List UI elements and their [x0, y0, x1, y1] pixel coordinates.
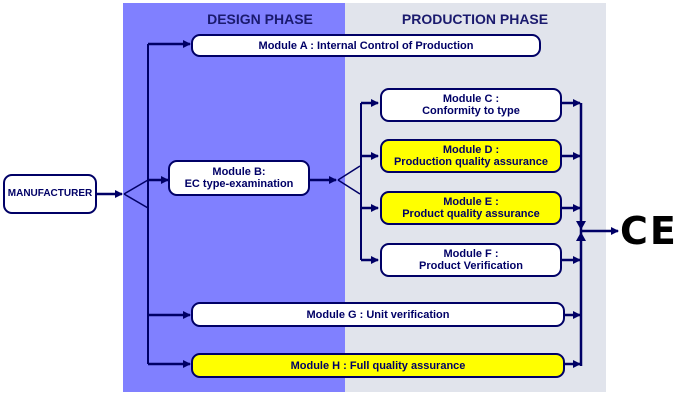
module-g-box: Module G : Unit verification	[191, 302, 565, 327]
module-h-label: Module H : Full quality assurance	[290, 359, 466, 372]
module-e-box: Module E : Product quality assurance	[380, 191, 562, 225]
module-e-desc: Product quality assurance	[402, 208, 540, 220]
module-b-title: Module B:	[212, 166, 266, 178]
module-b-desc: EC type-examination	[184, 178, 294, 190]
ce-mark: CE	[620, 209, 678, 253]
design-phase-title: DESIGN PHASE	[207, 11, 313, 27]
manufacturer-label: MANUFACTURER	[7, 188, 93, 199]
module-c-desc: Conformity to type	[422, 105, 520, 117]
design-phase-panel	[123, 3, 345, 392]
module-a-box: Module A : Internal Control of Productio…	[191, 34, 541, 57]
module-h-box: Module H : Full quality assurance	[191, 353, 565, 378]
module-d-title: Module D :	[442, 144, 500, 156]
manufacturer-box: MANUFACTURER	[3, 174, 97, 214]
module-f-box: Module F : Product Verification	[380, 243, 562, 277]
module-e-title: Module E :	[443, 196, 499, 208]
module-d-box: Module D : Production quality assurance	[380, 139, 562, 173]
module-f-desc: Product Verification	[419, 260, 523, 272]
module-c-title: Module C :	[442, 93, 500, 105]
module-b-box: Module B: EC type-examination	[168, 160, 310, 196]
module-a-label: Module A : Internal Control of Productio…	[258, 39, 474, 52]
module-d-desc: Production quality assurance	[393, 156, 549, 168]
module-f-title: Module F :	[443, 248, 499, 260]
production-phase-title: PRODUCTION PHASE	[401, 11, 549, 27]
module-c-box: Module C : Conformity to type	[380, 88, 562, 122]
module-g-label: Module G : Unit verification	[306, 308, 450, 321]
